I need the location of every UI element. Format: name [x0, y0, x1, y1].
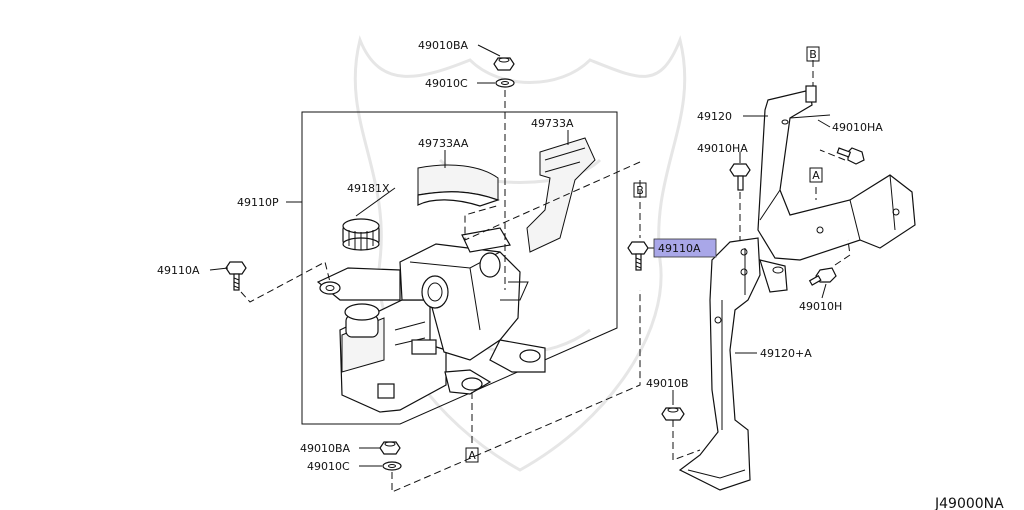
label-49181x[interactable]: 49181X — [347, 182, 390, 195]
bracket-49120a — [678, 237, 788, 491]
label-49733aa[interactable]: 49733AA — [418, 137, 469, 150]
ref-box-b-top: B — [806, 46, 820, 62]
label-49110a-left[interactable]: 49110A — [157, 264, 200, 277]
bolt-49110a-left — [225, 261, 247, 291]
label-49120a[interactable]: 49120+A — [760, 347, 812, 360]
label-49010ha-mid[interactable]: 49010HA — [697, 142, 748, 155]
washer-49010c-top — [495, 78, 515, 88]
assembly-frame — [301, 111, 618, 425]
bolt-49110a-right — [627, 241, 649, 271]
ref-box-a-bottom-label: A — [468, 449, 476, 462]
ref-box-b-mid: B — [633, 182, 647, 198]
bolt-49010ha-top — [836, 147, 865, 165]
label-49010ha-top[interactable]: 49010HA — [832, 121, 883, 134]
label-49110p[interactable]: 49110P — [237, 196, 279, 209]
bolt-49010ha-mid — [729, 163, 751, 191]
insulator-49733aa — [417, 164, 500, 207]
nut-49010ba-top — [493, 57, 515, 71]
label-49120[interactable]: 49120 — [697, 110, 732, 123]
bracket-49120 — [757, 85, 916, 261]
diagram-code: J49000NA — [934, 496, 1004, 510]
ref-box-b-mid-label: B — [636, 184, 644, 197]
label-49110a-right[interactable]: 49110A — [658, 242, 701, 255]
washer-49010c-bottom — [382, 461, 402, 471]
label-49010ba-bottom[interactable]: 49010BA — [300, 442, 351, 455]
ref-box-b-top-label: B — [809, 48, 817, 61]
label-49010h[interactable]: 49010H — [799, 300, 842, 313]
leader-lines — [209, 44, 831, 467]
label-49010ba-top[interactable]: 49010BA — [418, 39, 469, 52]
reservoir-tank — [339, 299, 447, 413]
label-49733a[interactable]: 49733A — [531, 117, 574, 130]
label-49010b[interactable]: 49010B — [646, 377, 689, 390]
nut-49010ba-bottom — [379, 441, 401, 455]
ref-box-a-bottom: A — [465, 447, 479, 463]
pump-housing — [316, 227, 546, 395]
label-49010c-top[interactable]: 49010C — [425, 77, 468, 90]
label-49010c-bottom[interactable]: 49010C — [307, 460, 350, 473]
ref-box-a-right: A — [809, 167, 823, 183]
assembly-dashed-lines — [240, 60, 851, 493]
filler-cap — [342, 218, 380, 251]
highlight-49110a — [653, 238, 717, 258]
ref-box-a-right-label: A — [812, 169, 820, 182]
bolt-49010h — [808, 267, 837, 286]
insulator-49733a — [526, 137, 596, 253]
nut-49010b — [661, 407, 685, 421]
